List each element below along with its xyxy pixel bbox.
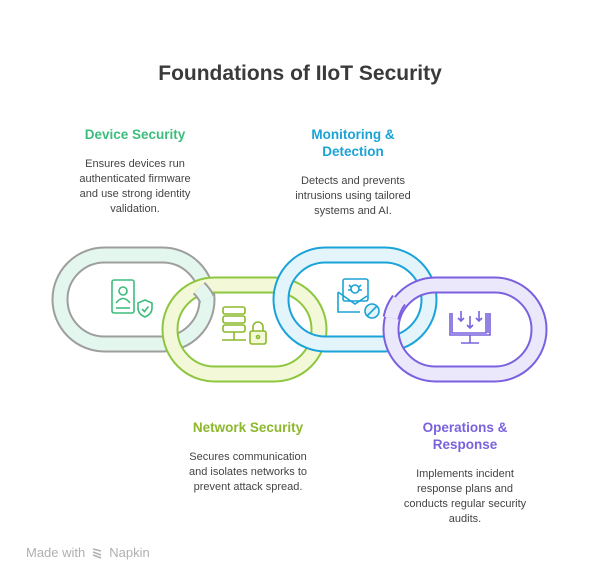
- description-line: conducts regular security: [403, 498, 527, 510]
- napkin-logo-icon: [92, 547, 102, 559]
- section-description: Ensures devices run authenticated firmwa…: [45, 157, 225, 217]
- description-line: audits.: [448, 513, 482, 525]
- description-line: systems and AI.: [314, 205, 392, 217]
- section-title: Monitoring & Detection: [263, 126, 443, 160]
- link-operations-response: [382, 276, 548, 383]
- description-line: and isolates networks to: [188, 466, 307, 478]
- description-line: intrusions using tailored: [295, 190, 411, 202]
- section-operations-response: Operations & Response Implements inciden…: [375, 419, 555, 527]
- made-with-text: Made with: [26, 545, 86, 560]
- section-network-security: Network Security Secures communication a…: [158, 419, 338, 495]
- bug-mail-block-icon: [337, 278, 380, 319]
- title-line: Monitoring &: [311, 127, 395, 142]
- section-device-security: Device Security Ensures devices run auth…: [45, 126, 225, 217]
- section-title: Operations & Response: [375, 419, 555, 453]
- section-description: Secures communication and isolates netwo…: [158, 450, 338, 495]
- description-line: validation.: [110, 203, 160, 215]
- section-title: Network Security: [192, 420, 304, 435]
- description-line: Secures communication: [189, 451, 307, 463]
- link-device-security: [51, 246, 216, 353]
- title-line: Operations &: [422, 420, 508, 435]
- section-description: Detects and prevents intrusions using ta…: [263, 174, 443, 219]
- description-line: Ensures devices run: [85, 158, 185, 170]
- napkin-watermark: Made with Napkin: [26, 545, 150, 560]
- monitor-download-icon: [449, 311, 491, 344]
- description-line: Implements incident: [416, 468, 514, 480]
- description-line: Detects and prevents: [301, 175, 405, 187]
- description-line: authenticated firmware: [79, 173, 191, 185]
- description-line: prevent attack spread.: [193, 481, 303, 493]
- link-monitoring-detection: [272, 246, 438, 353]
- title-line: Response: [432, 437, 498, 452]
- link-network-security: [161, 276, 328, 383]
- title-line: Detection: [322, 144, 384, 159]
- section-description: Implements incident response plans and c…: [375, 467, 555, 527]
- server-lock-icon: [222, 306, 267, 345]
- user-badge-shield-icon: [111, 279, 153, 318]
- description-line: and use strong identity: [79, 188, 191, 200]
- diagram-title: Foundations of IIoT Security: [158, 62, 442, 85]
- section-title: Device Security: [84, 127, 186, 142]
- section-monitoring-detection: Monitoring & Detection Detects and preve…: [263, 126, 443, 219]
- description-line: response plans and: [416, 483, 513, 495]
- napkin-brand-text: Napkin: [109, 545, 150, 560]
